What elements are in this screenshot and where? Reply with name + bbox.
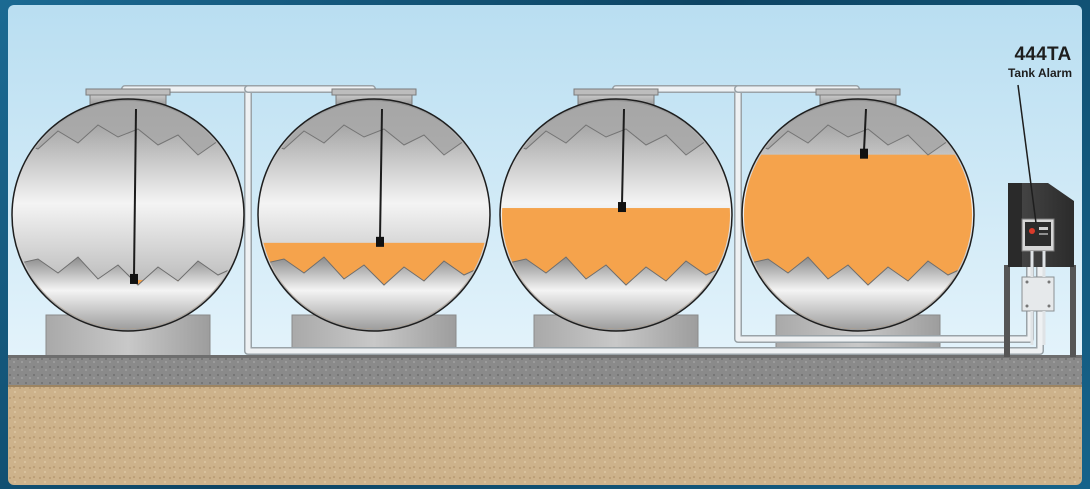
alarm-name-label: Tank Alarm xyxy=(990,66,1090,80)
float-sensor xyxy=(618,202,626,212)
float-sensor xyxy=(376,237,384,247)
alarm-light-icon xyxy=(1029,228,1035,234)
tank-monitoring-scene xyxy=(8,5,1082,485)
alarm-model-label: 444TA xyxy=(1000,44,1086,66)
float-sensor xyxy=(130,274,138,284)
soil xyxy=(8,385,1082,485)
ground-pad xyxy=(8,355,1082,385)
float-sensor xyxy=(860,149,868,159)
